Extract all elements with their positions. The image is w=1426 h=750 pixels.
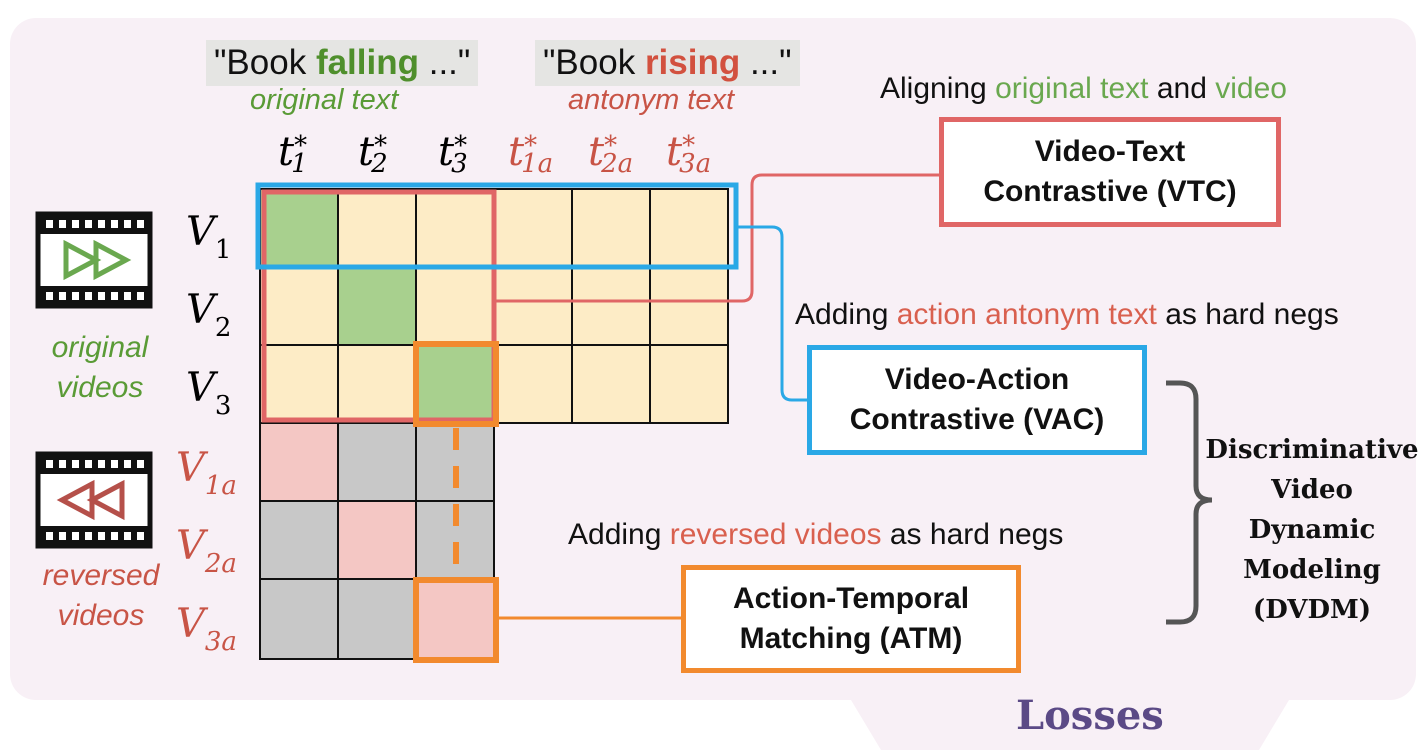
atm-note: Adding reversed videos as hard negs	[568, 518, 1064, 551]
antonym-text-quote: "Book rising ..."	[535, 40, 800, 86]
vac-connector	[736, 225, 808, 402]
vac-highlight-box	[255, 182, 739, 270]
losses-label: Losses	[1016, 692, 1164, 739]
original-text-quote: "Book falling ..."	[206, 40, 479, 86]
grid-cell-v1-t3a	[649, 188, 729, 268]
atm-highlight-box-top	[413, 341, 499, 427]
grid-cell-v3-t3	[415, 344, 495, 424]
antonym-text-label: antonym text	[568, 84, 735, 116]
grid-cell-v2a-t1	[259, 500, 339, 580]
grid-cell-v3-t3a	[649, 344, 729, 424]
column-label-t2: t*2	[358, 129, 388, 179]
column-label-t1: t*1	[278, 129, 308, 179]
row-label-v2a: V2a	[176, 523, 237, 579]
row-label-v3a: V3a	[176, 601, 237, 657]
grid-cell-v1a-t2	[337, 422, 417, 502]
row-label-v3: V3	[186, 365, 232, 421]
original-text-label: original text	[250, 84, 399, 116]
dvdm-label: Discriminative Video Dynamic Modeling (D…	[1205, 435, 1419, 625]
grid-cell-v3-t2	[337, 344, 417, 424]
grid-cell-v3a-t1	[259, 578, 339, 660]
vtc-note: Aligning original text and video	[880, 72, 1287, 105]
connector-overlay	[255, 173, 1213, 663]
forward-film-icon	[35, 211, 153, 309]
column-label-t3a: t*3a	[666, 129, 712, 179]
dvdm-brace	[1166, 380, 1213, 625]
column-label-t3: t*3	[438, 129, 468, 179]
grid-cell-v1-t2	[337, 188, 417, 268]
row-label-v2: V2	[186, 287, 232, 343]
grid-cell-v2a-t2	[337, 500, 417, 580]
vtc-connector	[494, 173, 940, 303]
rewind-film-icon	[35, 451, 153, 549]
column-label-t1a: t*1a	[508, 129, 554, 179]
atm-highlight-box-bottom	[413, 577, 499, 663]
vac-note: Adding action antonym text as hard negs	[795, 298, 1339, 331]
row-label-v1a: V1a	[176, 445, 237, 501]
row-label-v1: V1	[186, 209, 232, 265]
column-label-t2a: t*2a	[588, 129, 634, 179]
vtc-highlight-box	[261, 189, 497, 423]
